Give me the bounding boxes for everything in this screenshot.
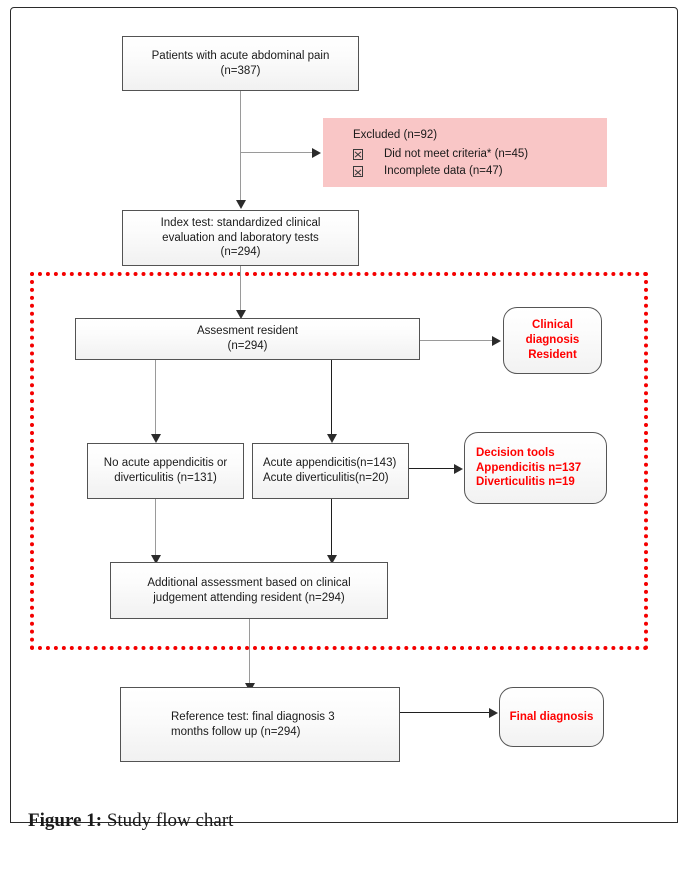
node-index-test-line1: Index test: standardized clinical (160, 216, 321, 229)
node-clinical-diagnosis-line2: diagnosis (525, 334, 580, 347)
node-additional-assessment-line1: Additional assessment based on clinical (147, 576, 351, 589)
checkbox-bullet-icon (353, 148, 363, 160)
arrowhead-reference-to-finaldx (489, 708, 498, 718)
connector-enrolled-to-excluded (240, 152, 315, 153)
node-no-acute-appendicitis-line2: diverticulitis (n=131) (114, 472, 217, 484)
checkbox-bullet-icon (353, 166, 363, 178)
connector-negative-to-additional (155, 499, 156, 557)
arrowhead-assessment-to-clinicaldx (492, 336, 501, 346)
node-reference-test: Reference test: final diagnosis 3 months… (120, 687, 400, 762)
node-assessment-resident: Assesment resident (n=294) (75, 318, 420, 360)
node-assessment-resident-line2: (n=294) (227, 340, 268, 352)
node-acute-appendicitis-line2: Acute diverticulitis(n=20) (263, 472, 389, 484)
node-no-acute-appendicitis-line1: No acute appendicitis or (103, 457, 228, 470)
arrowhead-enrolled-to-excluded (312, 148, 321, 158)
figure-caption-text: Study flow chart (102, 810, 234, 831)
node-clinical-diagnosis-line3: Resident (528, 348, 577, 361)
node-final-diagnosis-label: Final diagnosis (509, 710, 594, 723)
node-excluded-item-2-label: Incomplete data (n=47) (384, 165, 503, 178)
node-final-diagnosis: Final diagnosis (499, 687, 604, 747)
node-excluded-item-1: Did not meet criteria* (n=45) (353, 147, 599, 162)
node-assessment-resident-line1: Assesment resident (197, 325, 298, 338)
node-acute-appendicitis-diverticulitis: Acute appendicitis(n=143) Acute divertic… (252, 443, 409, 499)
node-additional-assessment: Additional assessment based on clinical … (110, 562, 388, 619)
arrowhead-index-to-assessment (236, 310, 246, 319)
arrowhead-enrolled-to-index (236, 200, 246, 209)
connector-assessment-to-negative (155, 360, 156, 436)
node-no-acute-appendicitis: No acute appendicitis or diverticulitis … (87, 443, 244, 499)
node-index-test: Index test: standardized clinical evalua… (122, 210, 359, 266)
node-index-test-line3: (n=294) (220, 246, 261, 259)
node-decision-tools-line2: Appendicitis n=137 (476, 461, 582, 474)
arrowhead-positive-to-decision (454, 464, 463, 474)
node-excluded-item-2: Incomplete data (n=47) (353, 164, 599, 179)
connector-reference-to-finaldx (400, 712, 494, 713)
arrowhead-positive-to-additional (327, 555, 337, 564)
connector-assessment-to-positive (331, 360, 332, 436)
node-decision-tools-line3: Diverticulitis n=19 (476, 476, 575, 489)
figure-caption-label: Figure 1: (28, 810, 103, 831)
connector-index-to-assessment (240, 266, 241, 313)
dotted-group-region (30, 272, 648, 650)
node-index-test-line2: evaluation and laboratory tests (162, 231, 319, 244)
connector-positive-to-decision (409, 468, 459, 469)
node-patients-enrolled-line2: (n=387) (220, 64, 261, 77)
node-patients-enrolled-line1: Patients with acute abdominal pain (151, 49, 330, 62)
connector-assessment-to-clinicaldx (420, 340, 497, 341)
node-additional-assessment-line2: judgement attending resident (n=294) (153, 591, 345, 604)
node-decision-tools: Decision tools Appendicitis n=137 Divert… (464, 432, 607, 504)
node-clinical-diagnosis-line1: Clinical (532, 319, 573, 332)
node-excluded-title: Excluded (n=92) (353, 129, 438, 141)
node-patients-enrolled: Patients with acute abdominal pain (n=38… (122, 36, 359, 91)
connector-additional-to-reference (249, 619, 250, 686)
arrowhead-negative-to-additional (151, 555, 161, 564)
figure-caption: Figure 1: Study flow chart (28, 810, 233, 832)
node-decision-tools-line1: Decision tools (476, 446, 555, 459)
node-excluded: Excluded (n=92) Did not meet criteria* (… (323, 118, 607, 187)
node-reference-test-line2: months follow up (n=294) (171, 725, 301, 738)
node-excluded-item-1-label: Did not meet criteria* (n=45) (384, 147, 529, 160)
node-acute-appendicitis-line1: Acute appendicitis(n=143) (263, 457, 397, 470)
node-reference-test-line1: Reference test: final diagnosis 3 (171, 710, 335, 723)
arrowhead-assessment-to-negative (151, 434, 161, 443)
arrowhead-assessment-to-positive (327, 434, 337, 443)
node-clinical-diagnosis-resident: Clinical diagnosis Resident (503, 307, 602, 374)
connector-positive-to-additional (331, 499, 332, 557)
connector-enrolled-branch-vertical (240, 91, 241, 152)
